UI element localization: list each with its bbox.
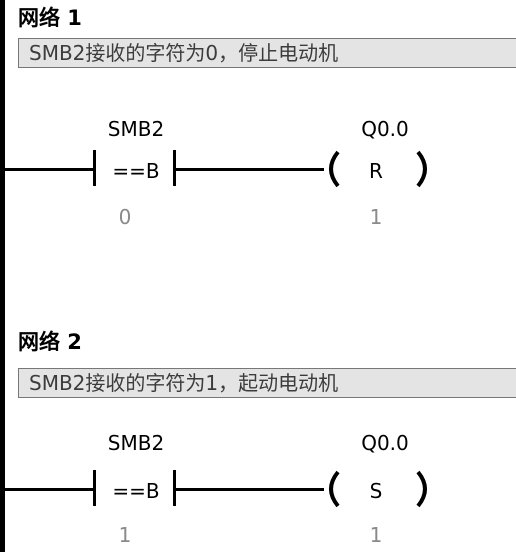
contact-compare-value[interactable]: 1 bbox=[118, 523, 132, 547]
network-title[interactable]: 网络 2 bbox=[18, 330, 82, 354]
coil-type[interactable]: R bbox=[369, 159, 383, 183]
coil-operand[interactable]: Q0.0 bbox=[361, 117, 409, 141]
left-power-rail bbox=[0, 0, 5, 552]
rung-wire bbox=[176, 168, 324, 171]
coil-operand[interactable]: Q0.0 bbox=[361, 431, 409, 455]
contact-operand[interactable]: SMB2 bbox=[107, 117, 165, 141]
contact-left-bar bbox=[93, 150, 96, 186]
contact-compare-op[interactable]: ==B bbox=[112, 479, 160, 503]
coil-brackets bbox=[329, 150, 427, 188]
rung-wire bbox=[176, 488, 324, 491]
contact-left-bar bbox=[93, 470, 96, 506]
contact-compare-op[interactable]: ==B bbox=[112, 159, 160, 183]
network-title[interactable]: 网络 1 bbox=[18, 6, 82, 30]
coil-brackets bbox=[329, 470, 427, 508]
rung-wire bbox=[5, 488, 93, 491]
coil-count[interactable]: 1 bbox=[369, 205, 383, 229]
network-comment[interactable]: SMB2接收的字符为1，起动电动机 bbox=[18, 368, 516, 398]
coil-type[interactable]: S bbox=[369, 479, 383, 503]
coil-count[interactable]: 1 bbox=[369, 523, 383, 547]
contact-right-bar bbox=[173, 150, 176, 186]
network-comment[interactable]: SMB2接收的字符为0，停止电动机 bbox=[18, 38, 516, 68]
contact-operand[interactable]: SMB2 bbox=[107, 431, 165, 455]
contact-right-bar bbox=[173, 470, 176, 506]
contact-compare-value[interactable]: 0 bbox=[118, 205, 132, 229]
rung-wire bbox=[5, 168, 93, 171]
